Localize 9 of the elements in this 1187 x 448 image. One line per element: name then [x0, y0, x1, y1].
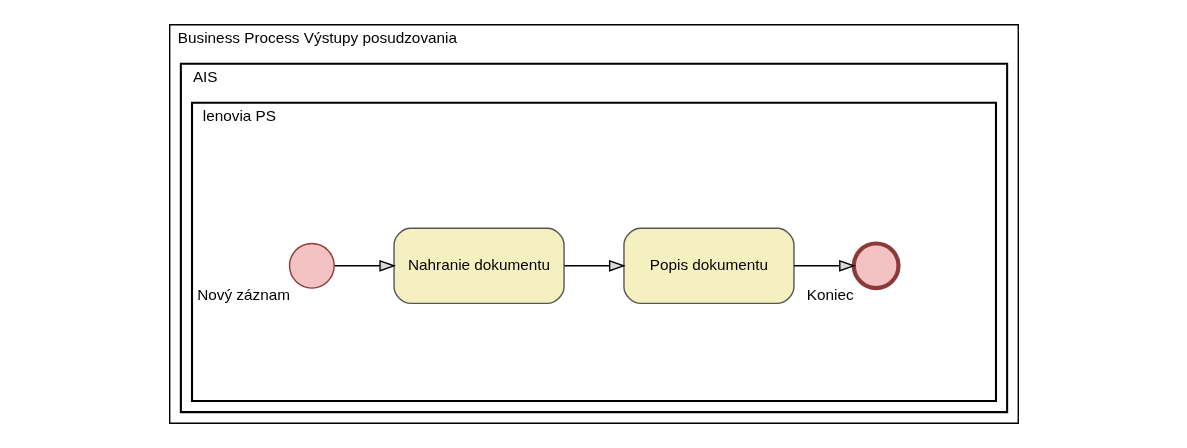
node-label: Nový záznam — [196, 286, 290, 304]
arrow — [563, 259, 626, 272]
node-circle — [851, 241, 901, 291]
arrow — [792, 259, 856, 272]
node-label: Koniec — [806, 286, 854, 304]
node-box: Nahranie dokumentu — [392, 227, 565, 305]
node-circle — [288, 242, 335, 289]
node-box: Popis dokumentu — [622, 227, 795, 305]
arrow — [333, 259, 396, 272]
